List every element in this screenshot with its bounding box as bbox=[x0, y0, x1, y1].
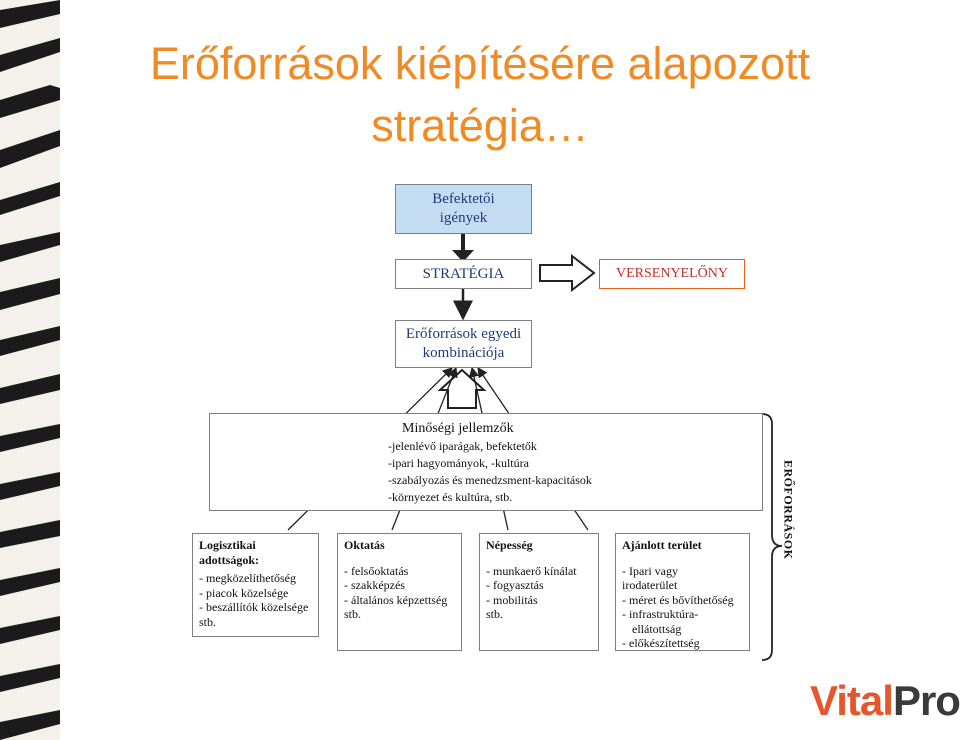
factor-item: - szakképzés bbox=[344, 578, 405, 592]
factor-item: stb. bbox=[199, 614, 217, 629]
investor-needs-box: Befektetői igények bbox=[395, 184, 532, 234]
quality-title: Minőségi jellemzők bbox=[402, 421, 514, 436]
quality-item: -jelenlévő iparágak, befektetők bbox=[388, 439, 537, 453]
vitalpro-logo: VitalPro bbox=[810, 678, 960, 724]
factor-title: Népesség bbox=[486, 538, 533, 552]
factor-item: stb. bbox=[344, 607, 362, 621]
page-title-line2: stratégia… bbox=[371, 100, 589, 151]
factor-item: - megközelíthetőség bbox=[199, 571, 296, 585]
down-arrow-icon bbox=[452, 250, 474, 262]
quality-item: -szabályozás és menedzsment-kapacitások bbox=[388, 473, 592, 487]
logistics-box: Logisztikai adottságok: - megközelíthető… bbox=[192, 533, 319, 637]
resource-combination-box: Erőforrások egyedi kombinációja bbox=[395, 320, 532, 368]
factor-item: - Ipari vagy bbox=[622, 563, 678, 578]
quality-item: -környezet és kultúra, stb. bbox=[388, 490, 513, 504]
factor-item: - általános képzettség bbox=[344, 592, 448, 607]
factor-item: - piacok közelsége bbox=[199, 585, 289, 600]
factor-item: - előkészítettség bbox=[622, 636, 700, 650]
factor-item: - méret és bővíthetőség bbox=[622, 592, 734, 607]
factor-item: - fogyasztás bbox=[486, 578, 544, 592]
factor-title: Oktatás bbox=[344, 538, 385, 552]
quality-characteristics-box: Minőségi jellemzők -jelenlévő iparágak, … bbox=[209, 413, 763, 511]
factor-item: irodaterület bbox=[622, 578, 678, 592]
factor-item: - mobilitás bbox=[486, 592, 538, 607]
strategy-box: STRATÉGIA bbox=[395, 259, 532, 289]
right-hollow-arrow-icon bbox=[539, 253, 596, 293]
factor-item: - infrastruktúra- bbox=[622, 607, 699, 621]
recommended-area-box: Ajánlott terület - Ipari vagy irodaterül… bbox=[615, 533, 750, 651]
resources-label-wrap: ERŐFORRÁSOK bbox=[777, 445, 799, 575]
resources-brace bbox=[761, 413, 783, 661]
investor-needs-line2: igények bbox=[439, 210, 488, 226]
factor-item: - felsőoktatás bbox=[344, 563, 409, 578]
competitive-advantage-box: VERSENYELŐNY bbox=[599, 259, 745, 289]
advantage-label: VERSENYELŐNY bbox=[616, 266, 728, 281]
population-box: Népesség - munkaerő kínálat - fogyasztás… bbox=[479, 533, 599, 651]
resources-label: ERŐFORRÁSOK bbox=[781, 460, 796, 560]
logo-part1: Vital bbox=[810, 677, 894, 724]
page-title-line1: Erőforrások kiépítésére alapozott bbox=[149, 38, 811, 89]
combination-line2: kombinációja bbox=[422, 345, 505, 361]
logo-part2: Pro bbox=[892, 677, 960, 724]
combination-line1: Erőforrások egyedi bbox=[405, 326, 522, 342]
up-hollow-arrow-icon bbox=[437, 368, 487, 409]
strategy-label: STRATÉGIA bbox=[422, 265, 505, 282]
factor-title: Logisztikai adottságok: bbox=[199, 538, 260, 567]
education-box: Oktatás - felsőoktatás - szakképzés - ál… bbox=[337, 533, 462, 651]
factor-title: Ajánlott terület bbox=[622, 538, 702, 552]
zebra-stripe-decoration bbox=[0, 0, 60, 740]
factor-item: - munkaerő kínálat bbox=[486, 563, 577, 578]
factor-item: stb. bbox=[486, 607, 504, 621]
factor-item: ellátottság bbox=[632, 621, 682, 636]
investor-needs-line1: Befektetői bbox=[432, 191, 495, 207]
quality-item: -ipari hagyományok, -kultúra bbox=[388, 456, 529, 470]
factor-item: - beszállítók közelsége bbox=[199, 600, 309, 614]
